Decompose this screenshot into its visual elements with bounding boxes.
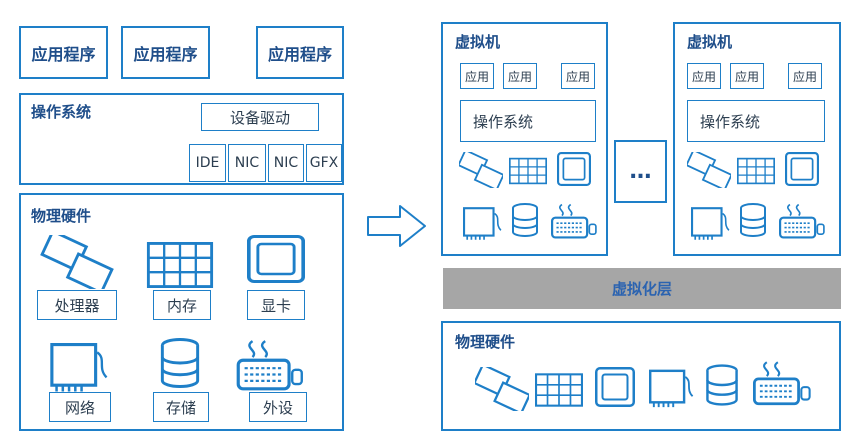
vm-1-storage-icon bbox=[512, 203, 538, 237]
vm-box-2: 虚拟机 应用 应用 应用 操作系统 bbox=[673, 22, 841, 256]
driver-nic-1-label: NIC bbox=[234, 155, 260, 171]
right-arrow-icon bbox=[367, 205, 426, 247]
vm-2-app-3-label: 应用 bbox=[792, 69, 817, 84]
hw-label-gfx: 显卡 bbox=[247, 290, 305, 320]
hw-label-gfx-text: 显卡 bbox=[260, 296, 291, 315]
left-os-box: 操作系统 设备驱动 IDE NIC NIC GFX bbox=[19, 93, 344, 185]
driver-nic-2-label: NIC bbox=[273, 155, 299, 171]
hw-label-peripheral: 外设 bbox=[249, 392, 307, 422]
vm-1-app-2: 应用 bbox=[503, 63, 537, 89]
vm-2-network-icon bbox=[691, 207, 730, 241]
hw-gfx-icon bbox=[595, 367, 635, 407]
vm-2-memory-icon bbox=[737, 157, 775, 185]
hw-label-cpu-text: 处理器 bbox=[54, 296, 100, 315]
left-os-title: 操作系统 bbox=[31, 103, 92, 121]
vm-box-1: 虚拟机 应用 应用 应用 操作系统 bbox=[441, 22, 608, 256]
vm-2-app-1-label: 应用 bbox=[691, 69, 716, 84]
memory-icon bbox=[146, 242, 214, 288]
driver-gfx: GFX bbox=[306, 144, 342, 182]
device-driver-box: 设备驱动 bbox=[201, 103, 319, 131]
hw-storage-icon bbox=[706, 364, 738, 406]
network-card-icon bbox=[50, 343, 109, 393]
vm-2-title: 虚拟机 bbox=[687, 33, 733, 51]
graphics-card-icon bbox=[247, 235, 305, 283]
left-app-box-2: 应用程序 bbox=[121, 26, 210, 79]
cpu-icon bbox=[40, 235, 114, 289]
vm-2-app-3: 应用 bbox=[788, 63, 822, 89]
hw-label-storage-text: 存储 bbox=[165, 398, 196, 417]
virtualization-layer-label: 虚拟化层 bbox=[611, 280, 672, 298]
vm-2-peripheral-icon bbox=[779, 203, 825, 239]
vm-1-app-1: 应用 bbox=[460, 63, 494, 89]
driver-nic-2: NIC bbox=[268, 144, 304, 182]
vm-2-gfx-icon bbox=[785, 152, 819, 186]
left-app-label-3: 应用程序 bbox=[267, 44, 332, 64]
driver-ide-label: IDE bbox=[195, 155, 220, 171]
storage-icon bbox=[160, 338, 200, 388]
vm-2-app-2: 应用 bbox=[730, 63, 764, 89]
driver-gfx-label: GFX bbox=[309, 155, 339, 171]
vm-1-gfx-icon bbox=[557, 152, 591, 186]
vm-1-app-2-label: 应用 bbox=[507, 69, 532, 84]
vm-1-memory-icon bbox=[509, 157, 547, 185]
vm-1-app-3: 应用 bbox=[561, 63, 595, 89]
hw-label-peripheral-text: 外设 bbox=[262, 398, 293, 417]
ellipsis-box: … bbox=[614, 140, 667, 203]
right-hardware-box: 物理硬件 bbox=[441, 321, 841, 431]
ellipsis-label: … bbox=[629, 159, 652, 184]
vm-1-network-icon bbox=[463, 207, 502, 241]
hw-label-network-text: 网络 bbox=[64, 398, 95, 417]
left-app-box-3: 应用程序 bbox=[256, 26, 344, 79]
vm-2-app-1: 应用 bbox=[687, 63, 721, 89]
hw-network-icon bbox=[649, 369, 694, 409]
hw-label-network: 网络 bbox=[49, 392, 111, 422]
left-hardware-box: 物理硬件 处理器 内存 显卡 网络 存储 外设 bbox=[19, 193, 344, 431]
left-app-label-2: 应用程序 bbox=[133, 44, 198, 64]
virtualization-layer: 虚拟化层 bbox=[443, 268, 841, 309]
vm-2-cpu-icon bbox=[687, 152, 731, 188]
hw-label-memory: 内存 bbox=[153, 290, 211, 320]
driver-ide: IDE bbox=[189, 144, 226, 182]
vm-2-os: 操作系统 bbox=[687, 100, 825, 142]
vm-1-cpu-icon bbox=[459, 152, 503, 188]
peripheral-icon bbox=[236, 339, 304, 391]
vm-1-app-3-label: 应用 bbox=[565, 69, 590, 84]
vm-1-os: 操作系统 bbox=[460, 100, 596, 142]
hw-memory-icon bbox=[535, 373, 583, 407]
vm-2-storage-icon bbox=[740, 203, 766, 237]
left-app-label-1: 应用程序 bbox=[31, 44, 96, 64]
hw-label-memory-text: 内存 bbox=[166, 296, 197, 315]
hw-peripheral-icon bbox=[753, 360, 811, 406]
hw-label-storage: 存储 bbox=[153, 392, 209, 422]
vm-1-peripheral-icon bbox=[551, 203, 597, 239]
vm-1-app-1-label: 应用 bbox=[464, 69, 489, 84]
vm-1-os-label: 操作系统 bbox=[473, 112, 534, 131]
left-hardware-title: 物理硬件 bbox=[31, 207, 92, 225]
driver-nic-1: NIC bbox=[228, 144, 266, 182]
hw-cpu-icon bbox=[475, 367, 529, 411]
hw-label-cpu: 处理器 bbox=[37, 290, 117, 320]
vm-1-title: 虚拟机 bbox=[455, 33, 501, 51]
right-hardware-title: 物理硬件 bbox=[455, 333, 516, 351]
vm-2-app-2-label: 应用 bbox=[734, 69, 759, 84]
device-driver-label: 设备驱动 bbox=[229, 108, 290, 127]
vm-2-os-label: 操作系统 bbox=[700, 112, 761, 131]
left-app-box-1: 应用程序 bbox=[19, 26, 108, 79]
